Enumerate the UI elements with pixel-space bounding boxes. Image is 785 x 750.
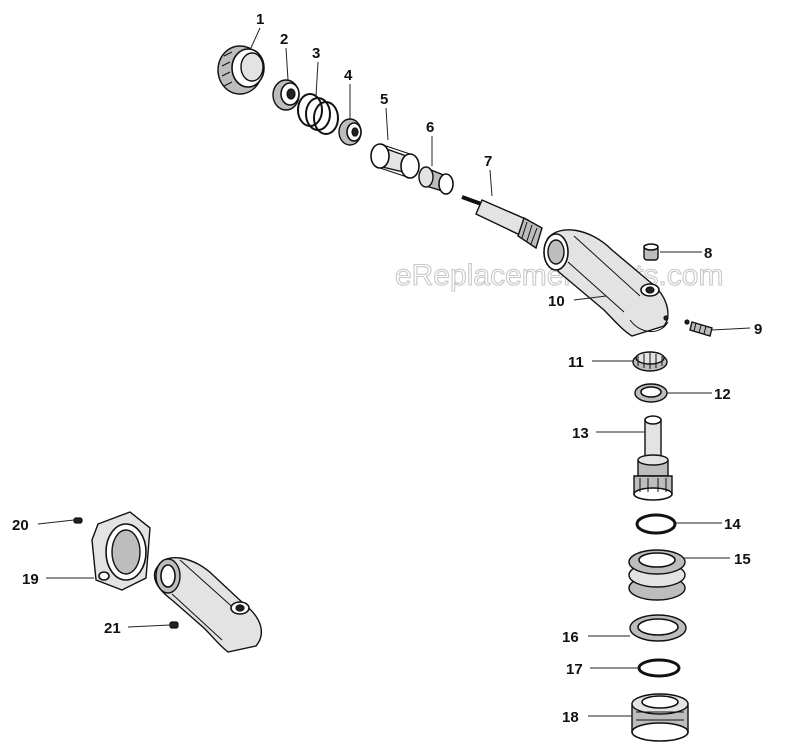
label-part-6: 6 — [426, 119, 434, 136]
part-8-drawing[interactable] — [643, 243, 659, 261]
label-part-16: 16 — [562, 629, 579, 646]
label-part-20: 20 — [12, 517, 29, 534]
part-1-drawing[interactable] — [217, 45, 265, 95]
label-part-17: 17 — [566, 661, 583, 678]
label-part-5: 5 — [380, 91, 388, 108]
part-9-drawing[interactable] — [684, 319, 713, 337]
assembled-gear-head-drawing — [153, 557, 263, 653]
part-10-drawing[interactable] — [543, 229, 669, 337]
label-part-14: 14 — [724, 516, 741, 533]
part-15-drawing[interactable] — [628, 549, 686, 601]
part-4-drawing[interactable] — [338, 118, 362, 146]
label-part-8: 8 — [704, 245, 712, 262]
part-3-drawing[interactable] — [297, 93, 339, 135]
part-14-drawing[interactable] — [635, 513, 677, 535]
label-part-18: 18 — [562, 709, 579, 726]
label-part-15: 15 — [734, 551, 751, 568]
part-5-drawing[interactable] — [370, 143, 420, 179]
part-18-drawing[interactable] — [631, 693, 689, 742]
part-20-drawing[interactable] — [73, 517, 83, 524]
part-19-drawing[interactable] — [91, 511, 151, 591]
part-16-drawing[interactable] — [629, 614, 687, 642]
label-part-7: 7 — [484, 153, 492, 170]
label-part-21: 21 — [104, 620, 121, 637]
part-11-drawing[interactable] — [632, 351, 668, 372]
label-part-9: 9 — [754, 321, 762, 338]
part-labels: 1 2 3 4 5 6 7 8 9 10 11 12 13 14 15 16 1… — [12, 11, 762, 726]
label-part-10: 10 — [548, 293, 565, 310]
label-part-3: 3 — [312, 45, 320, 62]
label-part-11: 11 — [568, 354, 584, 371]
part-12-drawing[interactable] — [634, 383, 668, 403]
label-part-1: 1 — [256, 11, 264, 28]
label-part-2: 2 — [280, 31, 288, 48]
part-6-drawing[interactable] — [418, 166, 454, 195]
leader-lines — [37, 27, 751, 717]
part-7-drawing[interactable] — [461, 195, 543, 250]
part-2-drawing[interactable] — [272, 79, 300, 111]
label-part-12: 12 — [714, 386, 731, 403]
label-part-13: 13 — [572, 425, 589, 442]
part-21-drawing[interactable] — [169, 621, 179, 629]
label-part-4: 4 — [344, 67, 353, 84]
label-part-19: 19 — [22, 571, 39, 588]
part-13-drawing[interactable] — [633, 415, 673, 501]
part-17-drawing[interactable] — [637, 658, 681, 678]
